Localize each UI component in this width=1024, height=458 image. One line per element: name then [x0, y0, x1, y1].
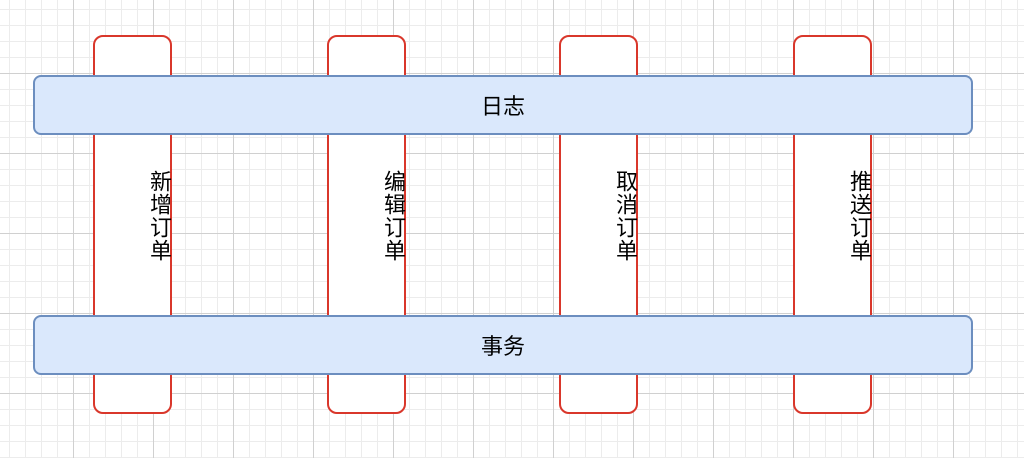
- log-band: 日志: [33, 75, 973, 135]
- operation-label-push-order: 推送订单: [846, 170, 871, 262]
- operation-label-add-order: 新增订单: [146, 170, 171, 262]
- operation-label-edit-order: 编辑订单: [380, 170, 405, 262]
- transaction-band: 事务: [33, 315, 973, 375]
- log-band-label: 日志: [480, 95, 525, 120]
- transaction-band-label: 事务: [480, 335, 525, 360]
- operation-label-cancel-order: 取消订单: [612, 170, 637, 262]
